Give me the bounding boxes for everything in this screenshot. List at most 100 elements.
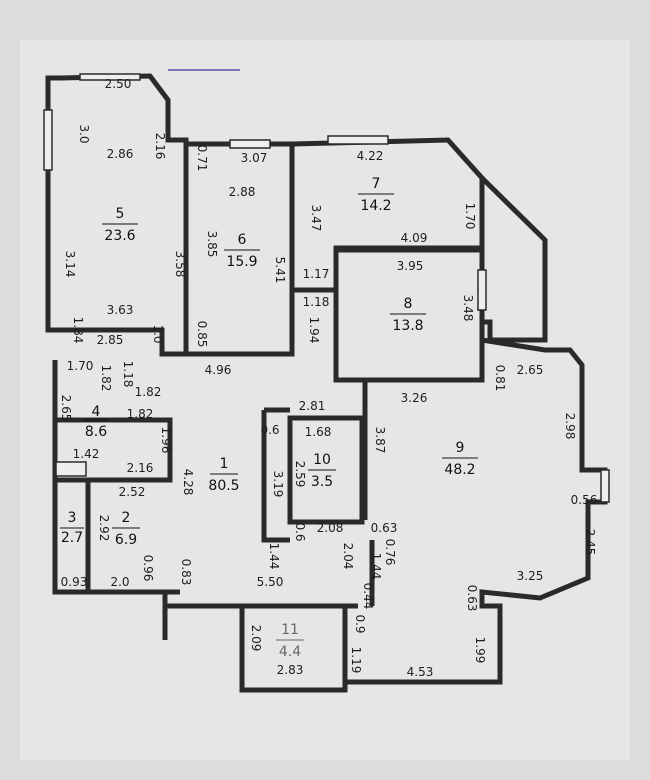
dim-label: 2.65 xyxy=(517,363,544,377)
dim-label: 1.19 xyxy=(349,647,363,674)
room-11-label: 11 4.4 xyxy=(276,622,304,660)
dim-label: 2.08 xyxy=(317,521,344,535)
svg-text:4.4: 4.4 xyxy=(279,644,301,660)
svg-text:11: 11 xyxy=(281,622,299,638)
dim-label: 1.0 xyxy=(151,324,165,343)
dim-label: 5.41 xyxy=(273,257,287,284)
dim-label: 4.53 xyxy=(407,665,434,679)
dim-label: 4.28 xyxy=(181,469,195,496)
svg-text:9: 9 xyxy=(456,440,465,456)
dim-label: 2.52 xyxy=(119,485,146,499)
dim-label: 2.92 xyxy=(97,515,111,542)
svg-text:48.2: 48.2 xyxy=(444,462,475,478)
dim-label: 0.63 xyxy=(371,521,398,535)
dim-label: 0.56 xyxy=(571,493,598,507)
svg-text:4: 4 xyxy=(92,404,101,420)
svg-text:8: 8 xyxy=(404,296,413,312)
walls xyxy=(45,73,608,693)
dim-label: 1.82 xyxy=(99,365,113,392)
dim-label: 2.88 xyxy=(229,185,256,199)
dim-label: 2.50 xyxy=(105,77,132,91)
dim-label: 2.45 xyxy=(583,529,597,556)
dim-label: 2.81 xyxy=(299,399,326,413)
dim-label: 3.19 xyxy=(271,471,285,498)
dim-label: 1.44 xyxy=(369,553,383,580)
svg-text:3.5: 3.5 xyxy=(311,474,333,490)
dim-label: 4.09 xyxy=(401,231,428,245)
svg-text:8.6: 8.6 xyxy=(85,424,107,440)
dim-label: 3.85 xyxy=(205,231,219,258)
dim-label: 1.44 xyxy=(267,543,281,570)
dim-label: 3.48 xyxy=(461,295,475,322)
svg-text:1: 1 xyxy=(220,456,229,472)
dim-label: 3.07 xyxy=(241,151,268,165)
dim-label: 3.26 xyxy=(401,391,428,405)
dim-label: 0.6 xyxy=(293,522,307,541)
svg-text:3: 3 xyxy=(68,510,77,526)
dim-label: 2.98 xyxy=(563,413,577,440)
svg-text:2: 2 xyxy=(122,510,131,526)
dim-label: 2.86 xyxy=(107,147,134,161)
svg-text:10: 10 xyxy=(313,452,331,468)
svg-text:6: 6 xyxy=(238,232,247,248)
dim-label: 2.04 xyxy=(341,543,355,570)
svg-text:80.5: 80.5 xyxy=(208,478,239,494)
dim-label: 3.0 xyxy=(77,124,91,143)
dim-label: 0.44 xyxy=(361,583,375,610)
svg-text:2.7: 2.7 xyxy=(61,530,83,546)
dim-label: 3.47 xyxy=(309,205,323,232)
dim-label: 3.95 xyxy=(397,259,424,273)
room-7-label: 7 14.2 xyxy=(358,176,394,214)
svg-text:5: 5 xyxy=(116,206,125,222)
room-1-label: 1 80.5 xyxy=(208,456,239,494)
dim-label: 0.9 xyxy=(353,614,367,633)
svg-text:23.6: 23.6 xyxy=(104,228,135,244)
svg-text:14.2: 14.2 xyxy=(360,198,391,214)
dim-label: 0.63 xyxy=(465,585,479,612)
dim-label: 0.85 xyxy=(195,321,209,348)
room-5-label: 5 23.6 xyxy=(102,206,138,244)
dim-label: 1.70 xyxy=(67,359,94,373)
dim-label: 3.63 xyxy=(107,303,134,317)
dim-label: 1.94 xyxy=(307,317,321,344)
dim-label: 2.85 xyxy=(97,333,124,347)
dim-label: 3.25 xyxy=(517,569,544,583)
dim-label: 5.50 xyxy=(257,575,284,589)
dim-label: 1.17 xyxy=(303,267,330,281)
room-8-label: 8 13.8 xyxy=(390,296,426,334)
dim-label: 1.70 xyxy=(463,203,477,230)
dim-label: 2.09 xyxy=(249,625,263,652)
dim-label: 4.22 xyxy=(357,149,384,163)
dim-label: 1.84 xyxy=(71,317,85,344)
dim-label: 1.68 xyxy=(305,425,332,439)
room-4-label: 4 8.6 xyxy=(82,404,110,440)
dim-label: 1.42 xyxy=(73,447,100,461)
dim-label: 3.87 xyxy=(373,427,387,454)
svg-text:6.9: 6.9 xyxy=(115,532,137,548)
dim-label: 3.58 xyxy=(173,251,187,278)
svg-text:15.9: 15.9 xyxy=(226,254,257,270)
dim-label: 1.82 xyxy=(135,385,162,399)
dim-label: 1.18 xyxy=(121,361,135,388)
dim-label: 1.82 xyxy=(127,407,154,421)
svg-text:13.8: 13.8 xyxy=(392,318,423,334)
dim-label: 0.6 xyxy=(260,423,279,437)
dim-label: 2.83 xyxy=(277,663,304,677)
dim-label: 4.96 xyxy=(205,363,232,377)
svg-text:7: 7 xyxy=(372,176,381,192)
dim-label: 3.14 xyxy=(63,251,77,278)
room-3-label: 3 2.7 xyxy=(60,510,84,546)
dim-label: 2.0 xyxy=(110,575,129,589)
dim-label: 2.65 xyxy=(59,395,73,422)
windows xyxy=(43,73,610,503)
dimension-labels: 2.50 3.0 2.86 2.16 3.14 3.58 3.63 2.85 1… xyxy=(59,77,597,679)
room-10-label: 10 3.5 xyxy=(308,452,336,490)
room-2-label: 2 6.9 xyxy=(112,510,140,548)
dim-label: 1.96 xyxy=(159,427,173,454)
dim-label: 0.96 xyxy=(141,555,155,582)
dim-label: 1.99 xyxy=(473,637,487,664)
dim-label: 1.18 xyxy=(303,295,330,309)
room-9-label: 9 48.2 xyxy=(442,440,478,478)
dim-label: 0.71 xyxy=(195,145,209,172)
